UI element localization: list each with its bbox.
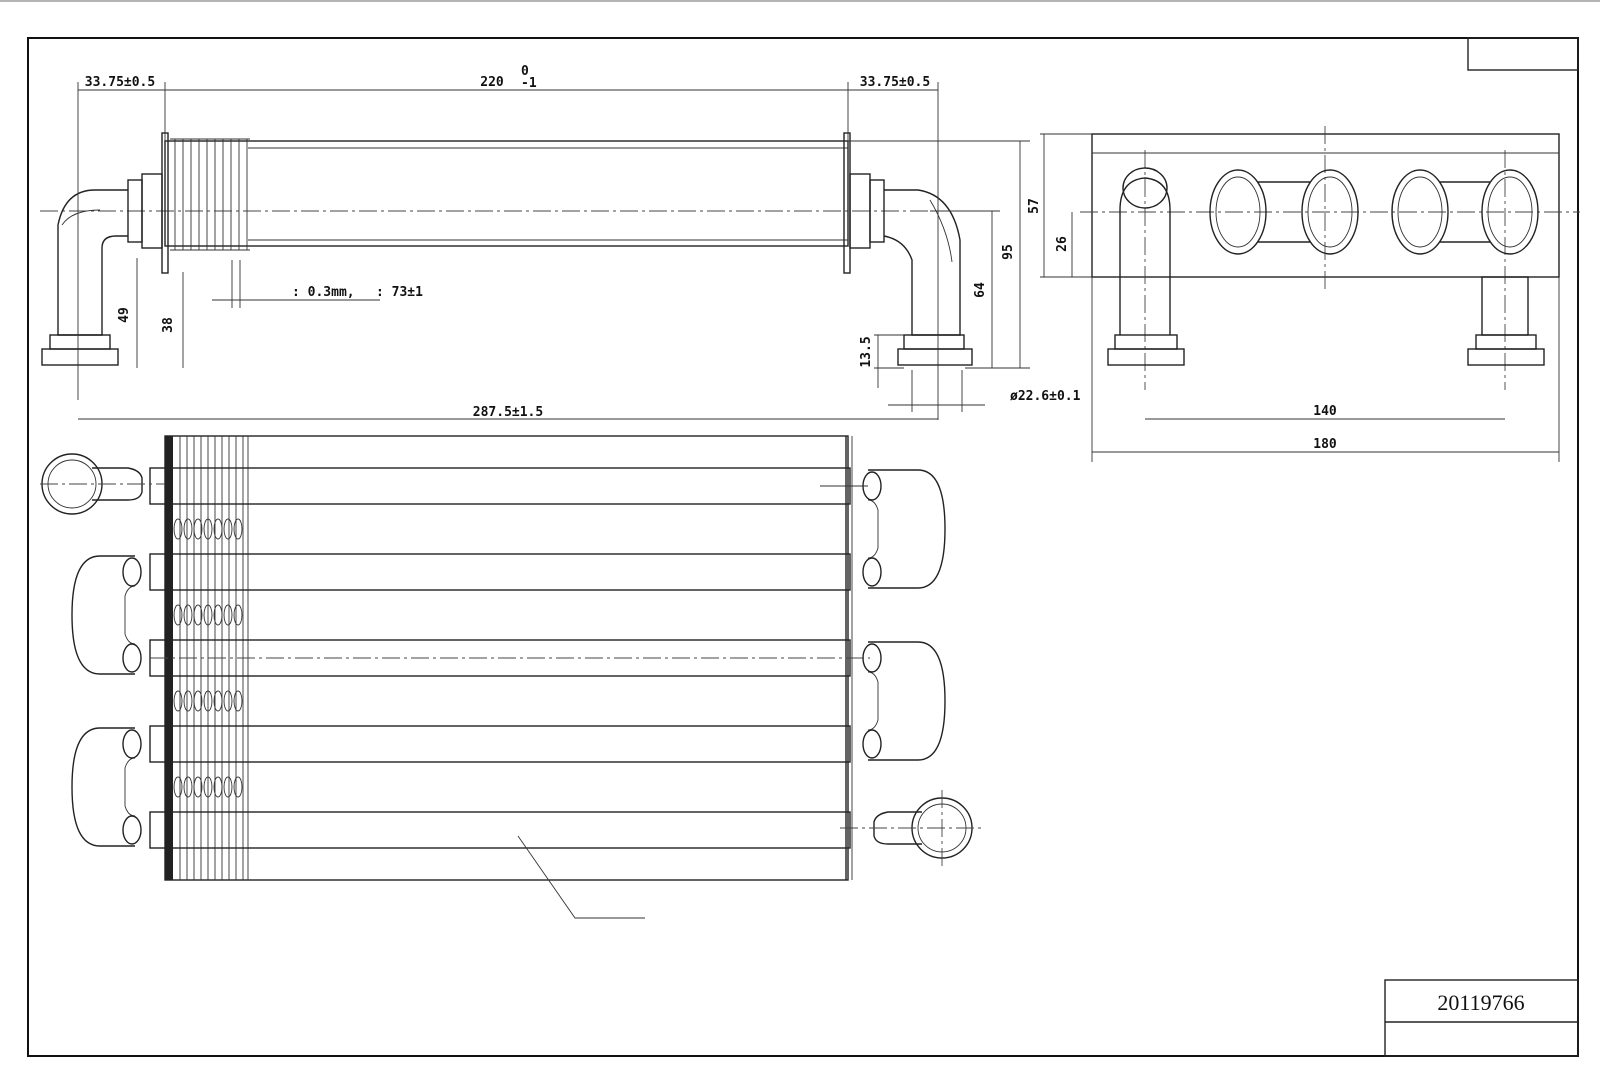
dim-fin-thickness: : 0.3mm, — [292, 285, 355, 300]
dim-right-offset: 33.75±0.5 — [860, 75, 930, 90]
right-u-bends — [862, 469, 946, 761]
top-view — [40, 435, 985, 919]
drawing-frame — [27, 37, 1579, 1057]
side-body — [1091, 133, 1560, 278]
dim-diameter: ø22.6±0.1 — [1010, 389, 1081, 404]
front-view: 33.75±0.5 220 0 -1 33.75±0.5 : 0.3mm, : … — [40, 64, 1081, 420]
dim-left-offset: 33.75±0.5 — [85, 75, 155, 90]
dim-center-tol-lower: -1 — [521, 76, 537, 91]
coil-bumps — [173, 518, 243, 798]
title-block: 20119766 — [1384, 979, 1579, 1057]
inlet-connector — [40, 453, 165, 515]
dim-overall-length: 287.5±1.5 — [473, 405, 543, 420]
dim-center-tol-upper: 0 — [521, 64, 529, 79]
dim-height-95: 95 — [1001, 244, 1016, 260]
dim-height-13-5: 13.5 — [859, 336, 874, 367]
side-view: 57 26 140 180 — [1027, 126, 1580, 462]
right-elbow — [849, 173, 973, 366]
part-number: 20119766 — [1437, 990, 1524, 1015]
left-elbow — [41, 173, 163, 366]
dim-side-140: 140 — [1313, 404, 1337, 419]
dim-side-180: 180 — [1313, 437, 1337, 452]
dim-side-26: 26 — [1055, 236, 1070, 252]
fin-pack — [170, 138, 250, 251]
dim-center-length: 220 — [480, 75, 504, 90]
top-fin-edge — [165, 436, 173, 880]
corner-box — [1467, 37, 1579, 71]
dim-height-49: 49 — [117, 307, 132, 323]
outlet-connector — [840, 790, 985, 868]
dim-height-38: 38 — [161, 317, 176, 333]
main-tube — [164, 140, 849, 247]
dim-fin-count: : 73±1 — [376, 285, 423, 300]
right-flange — [843, 132, 851, 274]
dim-side-57: 57 — [1027, 198, 1042, 214]
dim-height-64: 64 — [973, 282, 988, 298]
left-u-bends — [71, 555, 142, 847]
leader-line — [517, 835, 645, 919]
